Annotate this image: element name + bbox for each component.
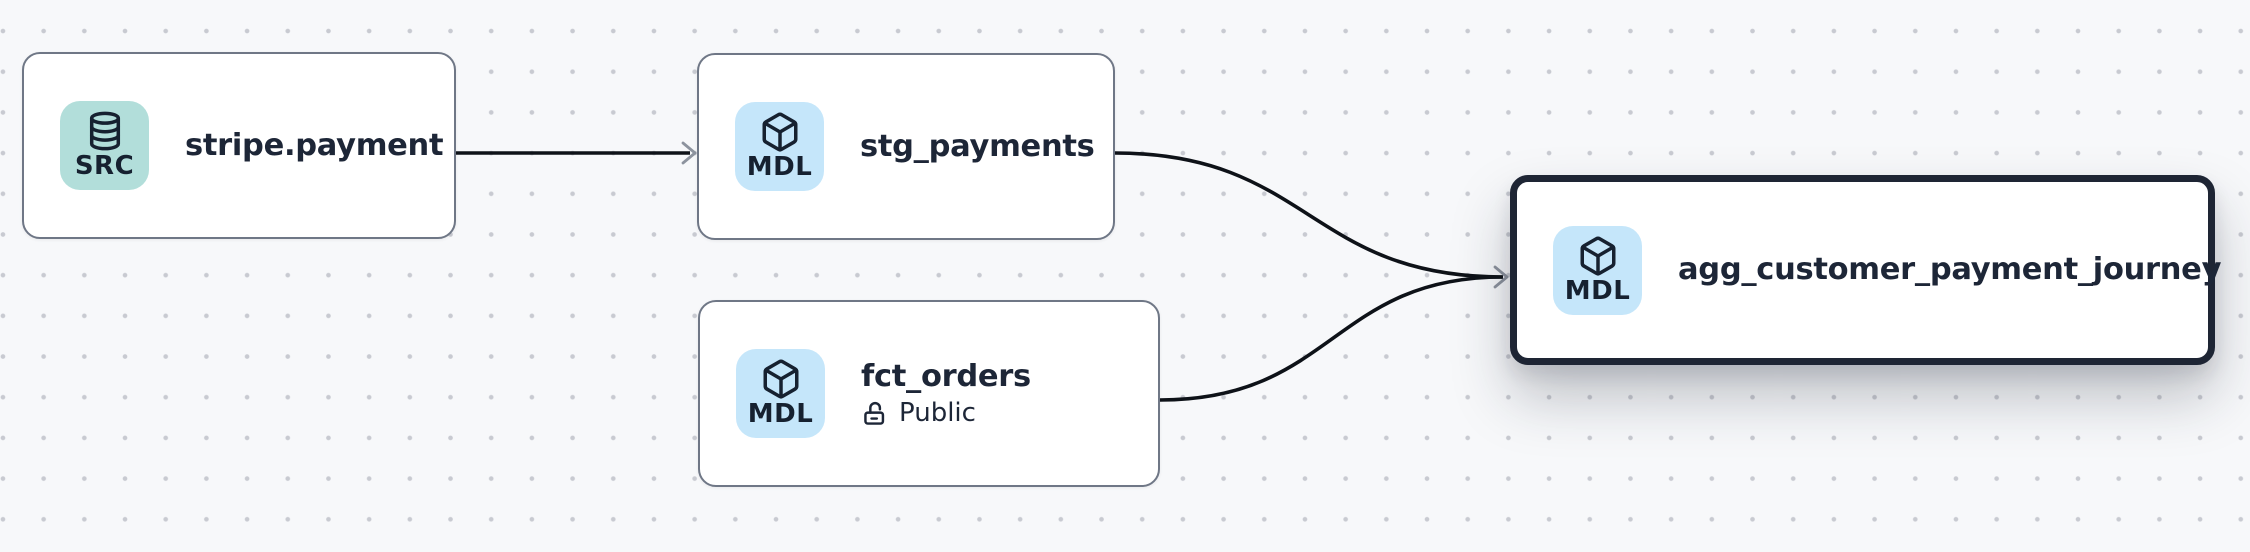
arrowhead-icon [1493, 265, 1509, 289]
arrowhead-icon [681, 141, 697, 165]
badge-label: MDL [746, 152, 813, 183]
badge-label: SRC [74, 151, 135, 182]
cube-icon [761, 112, 798, 152]
badge-label: MDL [1564, 275, 1631, 306]
model-type-badge: MDL [1553, 225, 1642, 315]
node-title: fct_orders [861, 359, 1031, 395]
edge-stripe-payment-to-stg-payments[interactable] [456, 141, 697, 165]
edge-fct-orders-to-agg-customer-payment-journey[interactable] [1159, 275, 1504, 402]
lineage-node-agg-customer-payment-journey[interactable]: MDL agg_customer_payment_journey [1510, 175, 2222, 365]
lineage-node-stripe-payment[interactable]: SRC stripe.payment [22, 52, 456, 239]
source-type-badge: SRC [60, 101, 149, 190]
lineage-node-stg-payments[interactable]: MDL stg_payments [697, 53, 1115, 240]
model-type-badge: MDL [736, 349, 825, 438]
edge-stg-payments-to-agg-customer-payment-journey[interactable] [1114, 151, 1504, 279]
node-title: stg_payments [860, 128, 1095, 164]
node-title: agg_customer_payment_journey [1678, 252, 2222, 288]
cube-icon [1579, 236, 1616, 276]
access-level-label: Public [899, 398, 976, 429]
cube-icon [762, 359, 799, 399]
unlock-icon [864, 401, 885, 425]
model-type-badge: MDL [735, 102, 824, 191]
badge-label: MDL [747, 399, 814, 430]
node-title: stripe.payment [185, 127, 444, 163]
access-level: Public [861, 399, 1031, 428]
database-icon [89, 111, 120, 151]
lineage-node-fct-orders[interactable]: MDL fct_orders Public [698, 300, 1160, 487]
